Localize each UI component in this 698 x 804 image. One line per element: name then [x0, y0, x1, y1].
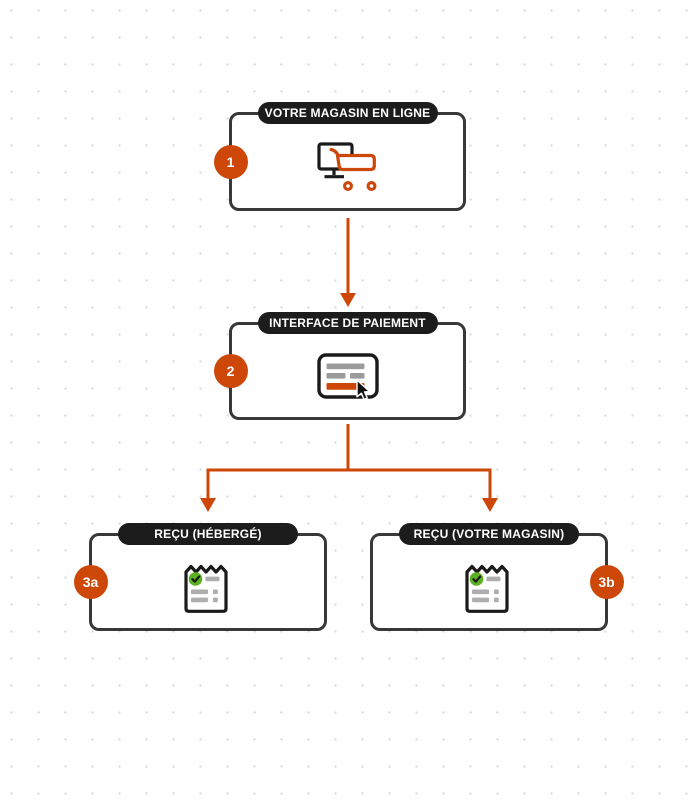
node-title-pill: VOTRE MAGASIN EN LIGNE — [257, 102, 438, 124]
step-badge-3b: 3b — [589, 565, 624, 599]
node-title-pill: REÇU (HÉBERGÉ) — [118, 523, 298, 545]
node-receipt-hosted: REÇU (HÉBERGÉ) 3a — [73, 523, 327, 631]
arrowhead-down-1 — [340, 293, 356, 307]
arrow-2-to-3a-3b — [206, 424, 492, 499]
node-title-pill: INTERFACE DE PAIEMENT — [257, 312, 438, 334]
arrowhead-down-3a — [200, 498, 216, 512]
payment-form-icon — [316, 353, 379, 412]
step-badge-3a: 3a — [73, 565, 108, 599]
online-store-icon — [316, 142, 379, 197]
step-badge-1: 1 — [213, 144, 248, 179]
node-receipt-your-store: REÇU (VOTRE MAGASIN) 3b — [370, 523, 624, 631]
receipt-success-icon — [463, 562, 515, 619]
receipt-success-icon — [182, 562, 234, 619]
node-payment-interface: INTERFACE DE PAIEMENT 2 — [213, 312, 466, 420]
node-title-pill: REÇU (VOTRE MAGASIN) — [399, 523, 579, 545]
cursor-icon — [355, 379, 370, 401]
node-online-store: VOTRE MAGASIN EN LIGNE 1 — [213, 102, 466, 211]
step-badge-2: 2 — [213, 354, 248, 388]
arrowhead-down-3b — [482, 498, 498, 512]
